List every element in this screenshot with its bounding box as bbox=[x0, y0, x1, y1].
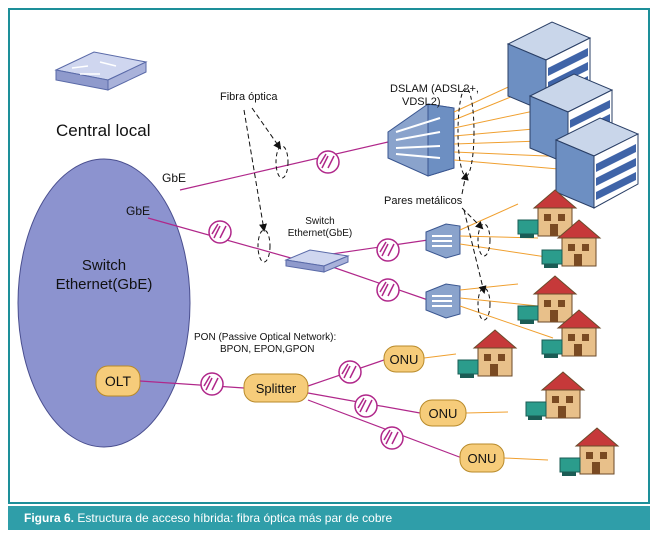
central-switch-icon bbox=[54, 51, 148, 91]
dslam-label-line2: VDSL2) bbox=[402, 96, 441, 108]
dslam-label-line1: DSLAM (ADSL2+, bbox=[390, 83, 479, 95]
fiber-node-icon bbox=[208, 220, 232, 244]
pon-label-line1: PON (Passive Optical Network): bbox=[194, 332, 336, 343]
switch-ethernet-label-line1: Switch bbox=[305, 216, 334, 227]
splitter-node bbox=[243, 373, 309, 403]
fibra-optica-label: Fibra óptica bbox=[220, 91, 278, 103]
central-local-label: Central local bbox=[56, 121, 151, 140]
fiber-node-icon bbox=[200, 372, 224, 396]
figure-number: Figura 6. bbox=[24, 511, 75, 525]
pon-label-line2: BPON, EPON,GPON bbox=[220, 344, 314, 355]
pointer-arrows bbox=[243, 107, 487, 294]
fiber-node-icon bbox=[380, 426, 404, 450]
dslam-icon bbox=[387, 103, 455, 177]
gbe-top-label: GbE bbox=[162, 171, 186, 185]
fiber-node-icon bbox=[376, 238, 400, 262]
gbe-bottom-label: GbE bbox=[126, 204, 150, 218]
onu-node bbox=[419, 399, 467, 427]
splitter-label: Splitter bbox=[256, 381, 297, 396]
onu-node bbox=[383, 345, 425, 373]
olt-label: OLT bbox=[105, 373, 132, 389]
figure-caption-text: Estructura de acceso híbrida: fibra ópti… bbox=[74, 511, 393, 525]
fiber-node-icon bbox=[354, 394, 378, 418]
onu-node bbox=[459, 443, 505, 473]
onu-label: ONU bbox=[390, 352, 419, 367]
pares-metalicos-label: Pares metálicos bbox=[384, 195, 463, 207]
onu-label: ONU bbox=[468, 451, 497, 466]
network-diagram: Central local Switch Ethernet(GbE) GbE G… bbox=[8, 8, 650, 504]
onu-label: ONU bbox=[429, 406, 458, 421]
switch-gbe-label-line1: Switch bbox=[82, 257, 126, 274]
figure-caption: Figura 6. Estructura de acceso híbrida: … bbox=[8, 506, 650, 530]
switch-ethernet-label-line2: Ethernet(GbE) bbox=[288, 228, 352, 239]
fiber-node-icon bbox=[316, 150, 340, 174]
switch-gbe-label-line2: Ethernet(GbE) bbox=[56, 276, 153, 293]
fiber-node-icon bbox=[376, 278, 400, 302]
fiber-node-icon bbox=[338, 360, 362, 384]
switch-ethernet-oval bbox=[17, 158, 191, 448]
